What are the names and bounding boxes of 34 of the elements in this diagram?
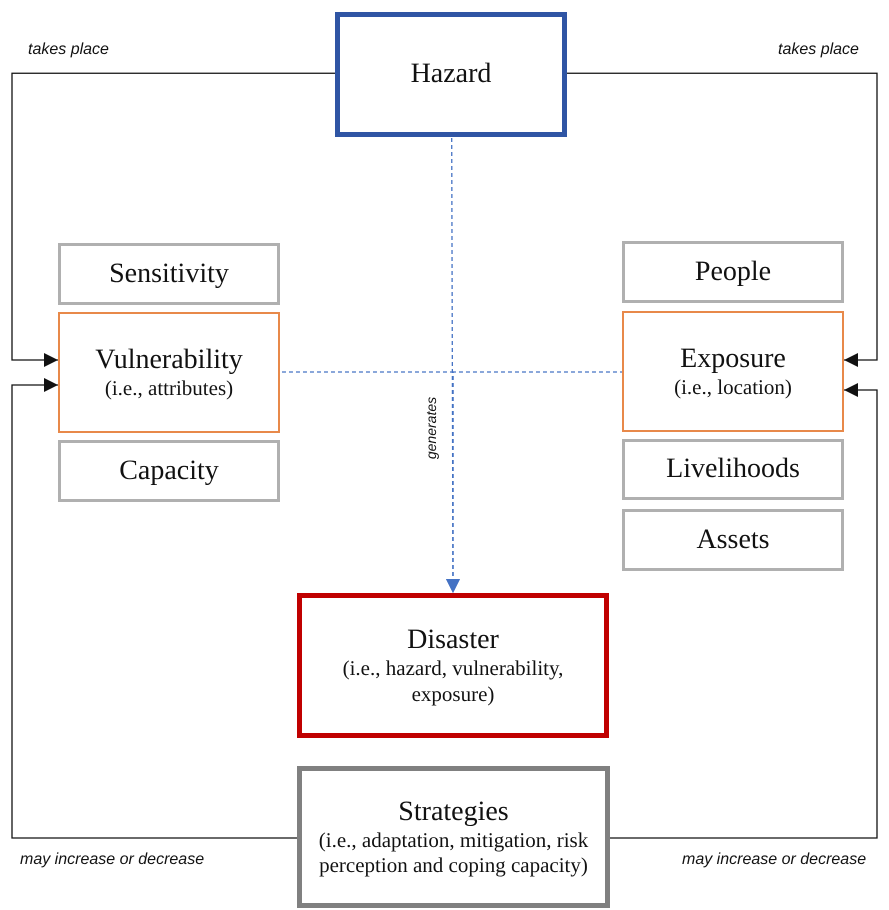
- box-description: (i.e., attributes): [104, 376, 234, 402]
- box-title: Exposure: [680, 342, 786, 375]
- box-title: Disaster: [407, 624, 499, 656]
- concept-box: [297, 766, 610, 908]
- box-title: Livelihoods: [666, 453, 800, 486]
- connector-arrow: [567, 72, 878, 367]
- edge-label: generates: [423, 396, 440, 462]
- edge-label: may increase or decrease: [680, 851, 868, 869]
- concept-box: [335, 12, 567, 137]
- concept-box: [622, 509, 844, 571]
- edge-label: takes place: [776, 41, 861, 59]
- connector-arrow: [11, 72, 335, 368]
- concept-box: [58, 243, 280, 305]
- concept-box: [58, 312, 280, 433]
- box-title: Vulnerability: [95, 344, 243, 376]
- concept-box: [58, 440, 280, 502]
- edge-label: takes place: [26, 41, 111, 59]
- concept-box: [622, 439, 844, 500]
- concept-box: [297, 593, 609, 738]
- connector-arrow: [610, 383, 878, 839]
- box-description: (i.e., location): [674, 375, 792, 400]
- box-title: Assets: [696, 524, 770, 556]
- box-title: Strategies: [398, 796, 509, 828]
- box-description: (i.e., adaptation, mitigation, risk perception and coping capacity): [318, 828, 590, 878]
- box-title: Capacity: [119, 454, 219, 488]
- box-title: Hazard: [410, 58, 492, 91]
- edge-label: may increase or decrease: [18, 851, 206, 869]
- concept-box: [622, 311, 844, 432]
- box-description: (i.e., hazard, vulnerability, exposure): [342, 656, 564, 707]
- concept-box: [622, 241, 844, 303]
- connector-arrow: [11, 378, 297, 839]
- box-title: Sensitivity: [109, 258, 229, 290]
- connector-arrow: [446, 371, 622, 593]
- box-title: People: [694, 256, 772, 288]
